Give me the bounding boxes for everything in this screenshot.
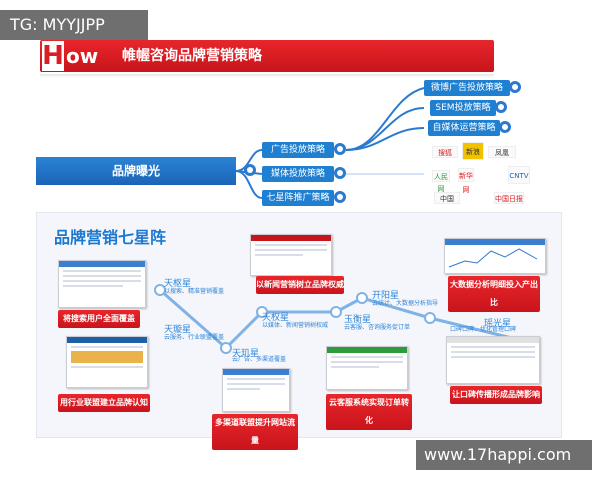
logo-sina: 新浪 — [462, 142, 484, 160]
star-yaoguang-name: 瑶光星 — [484, 319, 512, 329]
thumb-alliance — [66, 336, 148, 388]
header-title: 帷幄咨询品牌营销策略 — [122, 48, 262, 64]
sub-self-media: 自媒体运营策略 — [428, 120, 500, 136]
branch-seven-star-knob — [334, 191, 346, 203]
header-shadow — [40, 74, 494, 78]
watermark-top: TG: MYYJJPP — [0, 10, 148, 40]
header-h-letter: H — [42, 41, 64, 71]
star-tianshu-name: 天枢星 — [164, 279, 192, 289]
label-alliance-cognition: 用行业联盟建立品牌认知 — [58, 394, 150, 412]
star-kaiyang-desc: 云统计、大数据分析指导 — [372, 300, 439, 307]
thumb-multichannel — [222, 368, 290, 412]
star-yuheng-name: 玉衡星 — [344, 315, 372, 325]
label-wom-influence: 让口碑传播形成品牌影响 — [450, 386, 542, 404]
star-tianji-desc: 云广告、多渠道覆盖 — [232, 356, 287, 363]
star-yuheng-desc: 云客服、咨询服务促订单 — [344, 324, 411, 331]
branch-seven-star-strategy: 七星阵推广策略 — [262, 190, 334, 206]
brand-exposure-root: 品牌曝光 — [36, 157, 236, 185]
thumb-customer-service — [326, 346, 408, 390]
logo-cntv-small: CNTV — [508, 166, 530, 184]
thumb-wordofmouth — [446, 336, 540, 384]
branch-media-knob — [334, 167, 346, 179]
thumb-search — [58, 260, 146, 308]
header-ow: ow — [66, 44, 99, 68]
logo-china: 中国 — [434, 192, 460, 204]
label-news-authority: 以新闻营销树立品牌权威 — [256, 276, 344, 294]
branch-ad-strategy: 广告投放策略 — [262, 142, 334, 158]
star-tianquan-desc: 以媒体、新闻营销树权威 — [262, 322, 329, 329]
star-tianquan-name: 天权星 — [262, 313, 290, 323]
star-tianji-name: 天玑星 — [232, 349, 260, 359]
root-knob — [244, 164, 256, 176]
sub-sem-knob — [495, 101, 507, 113]
star-yaoguang-desc: 口碑口碑、优化管理口碑 — [450, 326, 517, 333]
logo-chinadaily: 中国日报 — [494, 192, 524, 204]
watermark-bottom: www.17happi.com — [416, 440, 592, 470]
brand-exposure-label: 品牌曝光 — [111, 164, 160, 178]
logo-sohu: 搜狐 — [432, 146, 458, 158]
thumb-news — [250, 234, 332, 276]
label-order-conversion: 云客服系统实现订单转化 — [326, 394, 412, 430]
label-search-coverage: 将搜索用户全面覆盖 — [58, 310, 140, 328]
branch-media-strategy: 媒体投放策略 — [262, 166, 334, 182]
star-tianxuan-desc: 云服务、行业联盟覆盖 — [164, 334, 225, 341]
label-traffic-boost: 多渠道联盟提升网站流量 — [212, 414, 298, 450]
sub-self-media-knob — [499, 121, 511, 133]
sub-sem: SEM投放策略 — [430, 100, 496, 116]
star-tianxuan-name: 天璇星 — [164, 325, 192, 335]
sub-weibo-knob — [509, 81, 521, 93]
logo-ifeng: 凤凰 — [488, 146, 516, 158]
sub-weibo-ad: 微博广告投放策略 — [424, 80, 510, 96]
header-bar — [40, 40, 494, 72]
logo-people: 人民网 — [432, 170, 450, 193]
seven-star-title: 品牌营销七星阵 — [54, 228, 167, 247]
label-bigdata-roi: 大数据分析明细投入产出比 — [448, 276, 540, 312]
branch-ad-knob — [334, 143, 346, 155]
thumb-bigdata-chart — [448, 248, 538, 268]
logo-xinhua: 新华网 — [458, 168, 474, 194]
star-kaiyang-name: 开阳星 — [372, 291, 400, 301]
thumb-bigdata — [444, 238, 546, 274]
star-tianshu-desc: 以搜索、精准营销覆盖 — [164, 288, 225, 295]
